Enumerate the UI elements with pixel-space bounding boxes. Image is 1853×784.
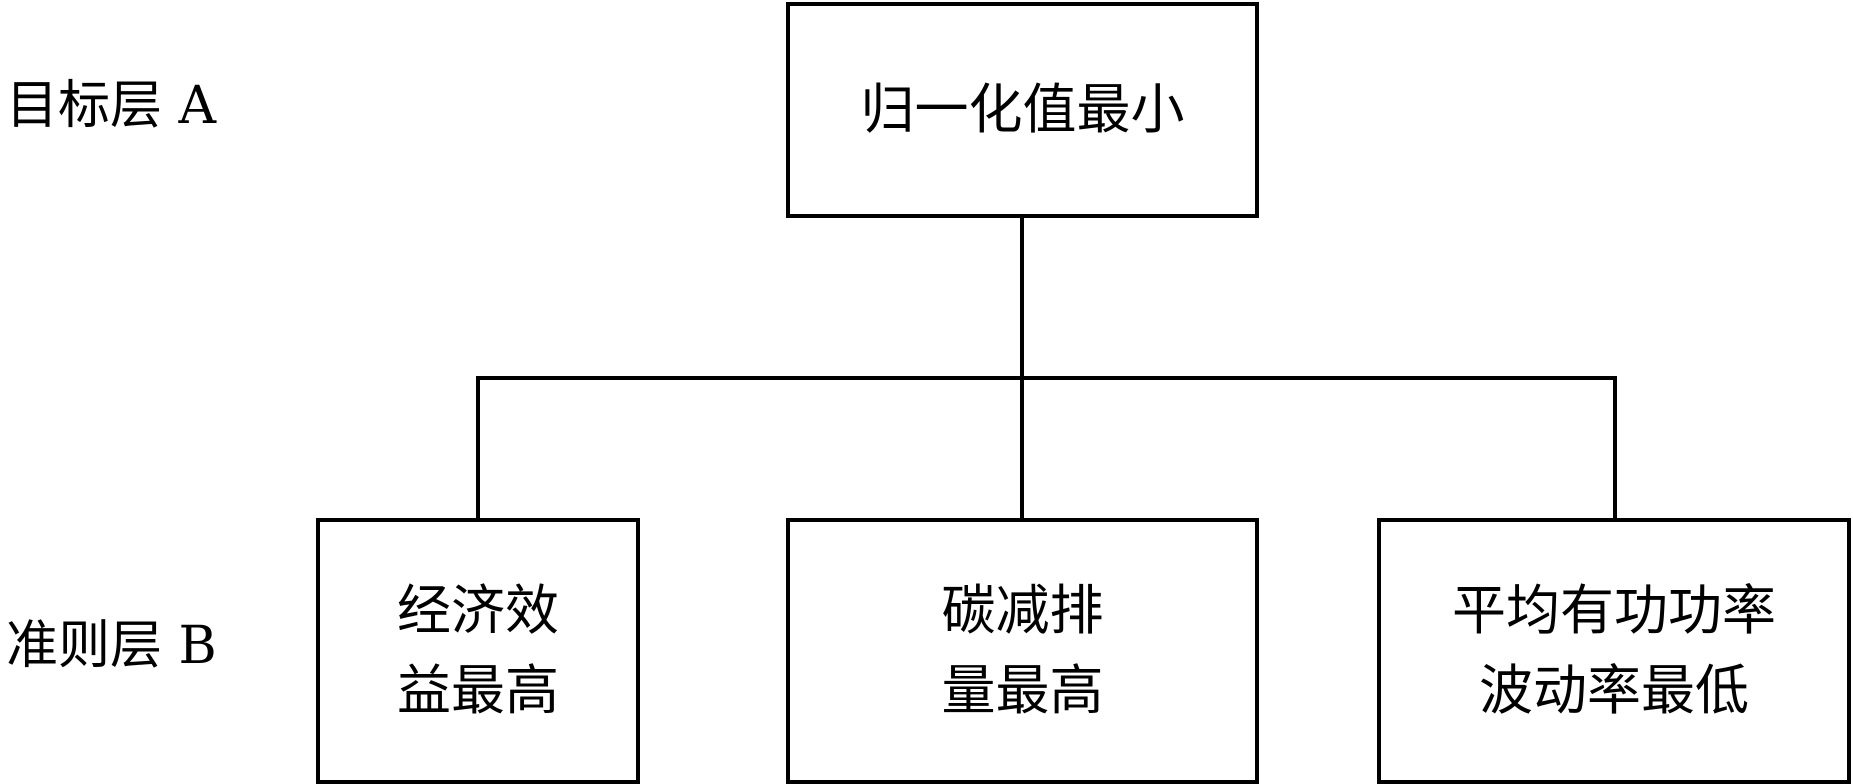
criterion-node-line: 波动率最低 [1479, 659, 1749, 722]
goal-stem-connector [1020, 216, 1024, 378]
criteria-layer-label: 准则层 B [6, 616, 217, 676]
criterion-node-carbon-reduction: 碳减排 量最高 [786, 518, 1259, 784]
criterion-node-line: 经济效 [397, 579, 559, 642]
criterion-2-connector [1020, 376, 1024, 520]
goal-layer-label: 目标层 A [6, 76, 217, 136]
horizontal-bus-connector [476, 376, 1617, 380]
criterion-node-power-fluctuation: 平均有功功率 波动率最低 [1377, 518, 1851, 784]
criterion-node-economic-benefit: 经济效 益最高 [316, 518, 640, 784]
criterion-3-connector [1613, 376, 1617, 520]
criterion-node-line: 碳减排 [941, 579, 1104, 642]
goal-node: 归一化值最小 [786, 2, 1259, 218]
criterion-node-line: 益最高 [397, 659, 559, 722]
criterion-node-line: 平均有功功率 [1452, 579, 1776, 642]
goal-node-text: 归一化值最小 [860, 78, 1185, 141]
criterion-node-line: 量最高 [941, 659, 1104, 722]
criterion-1-connector [476, 376, 480, 520]
